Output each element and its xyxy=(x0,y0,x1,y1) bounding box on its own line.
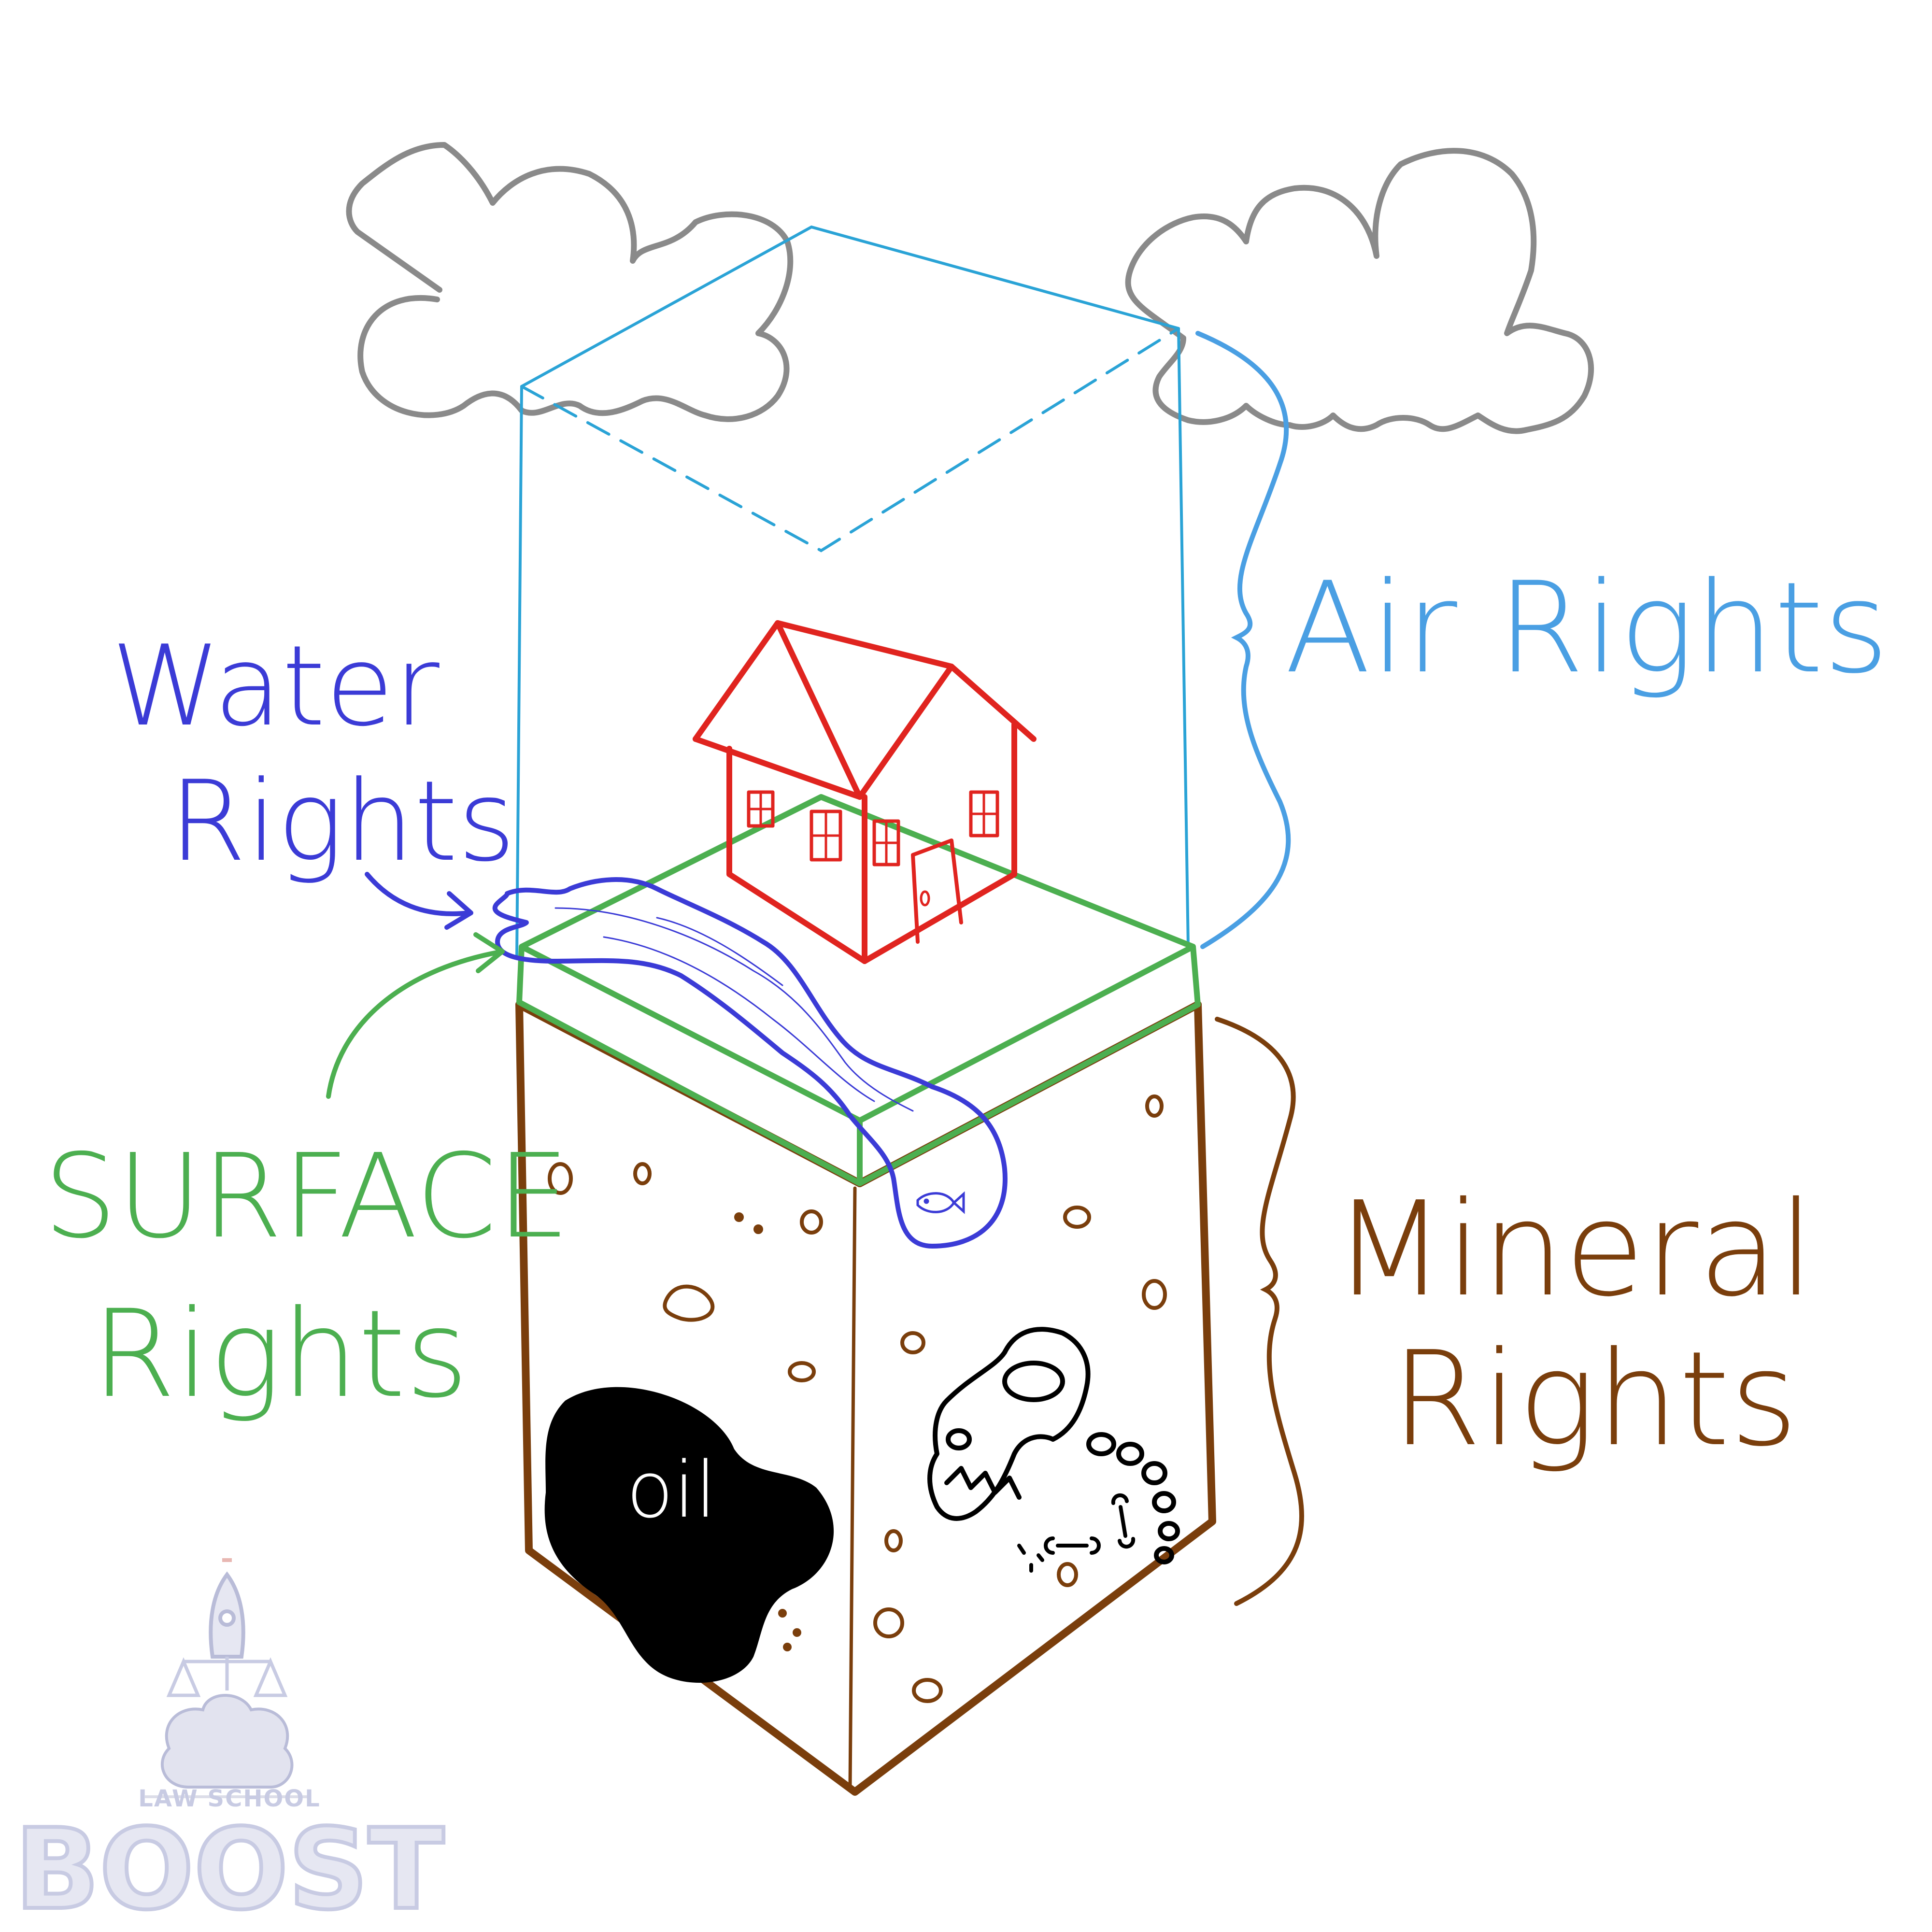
surface-rights-line2: Rights xyxy=(92,1284,469,1424)
water-rights-line2: Rights xyxy=(169,757,516,886)
surface-layer xyxy=(516,794,1201,1186)
mineral-rights-line2: Rights xyxy=(1391,1323,1798,1475)
surface-rights-line1: SURFACE xyxy=(43,1129,570,1264)
svg-text:Air Rights: Air Rights xyxy=(1285,555,1889,701)
water-rights-label: Water Rights xyxy=(111,622,516,886)
air-rights-label: Air Rights xyxy=(1285,555,1889,701)
water-rights-arrow xyxy=(365,872,473,930)
rocket-icon xyxy=(209,1558,245,1659)
logo-big-text: BOOST xyxy=(15,1805,444,1932)
oil-deposit: oil xyxy=(544,1387,834,1683)
scales-icon xyxy=(166,1657,288,1697)
fish-icon xyxy=(916,1191,965,1214)
logo-small-text: LAW SCHOOL xyxy=(138,1785,320,1812)
right-cloud-icon xyxy=(1125,148,1594,434)
surface-rights-arrow xyxy=(326,932,505,1099)
oil-label: oil xyxy=(626,1445,717,1535)
mineral-rights-line1: Mineral xyxy=(1333,1173,1815,1325)
surface-rights-label: SURFACE Rights xyxy=(43,1129,570,1424)
house-icon xyxy=(693,620,1037,964)
water-stream xyxy=(492,877,1008,1249)
air-space-box xyxy=(515,225,1190,958)
dinosaur-skull-icon xyxy=(927,1327,1180,1564)
brain-icon xyxy=(160,1694,294,1789)
water-rights-line1: Water xyxy=(111,622,440,751)
mineral-rights-brace xyxy=(1215,1017,1304,1606)
soil-rocks xyxy=(548,1094,1167,1703)
law-school-boost-logo: LAW SCHOOL BOOST xyxy=(13,1558,446,1932)
left-cloud-icon xyxy=(346,142,794,422)
bone-icon xyxy=(1017,1493,1136,1573)
air-rights-brace xyxy=(1195,331,1291,949)
mineral-rights-label: Mineral Rights xyxy=(1333,1173,1815,1475)
